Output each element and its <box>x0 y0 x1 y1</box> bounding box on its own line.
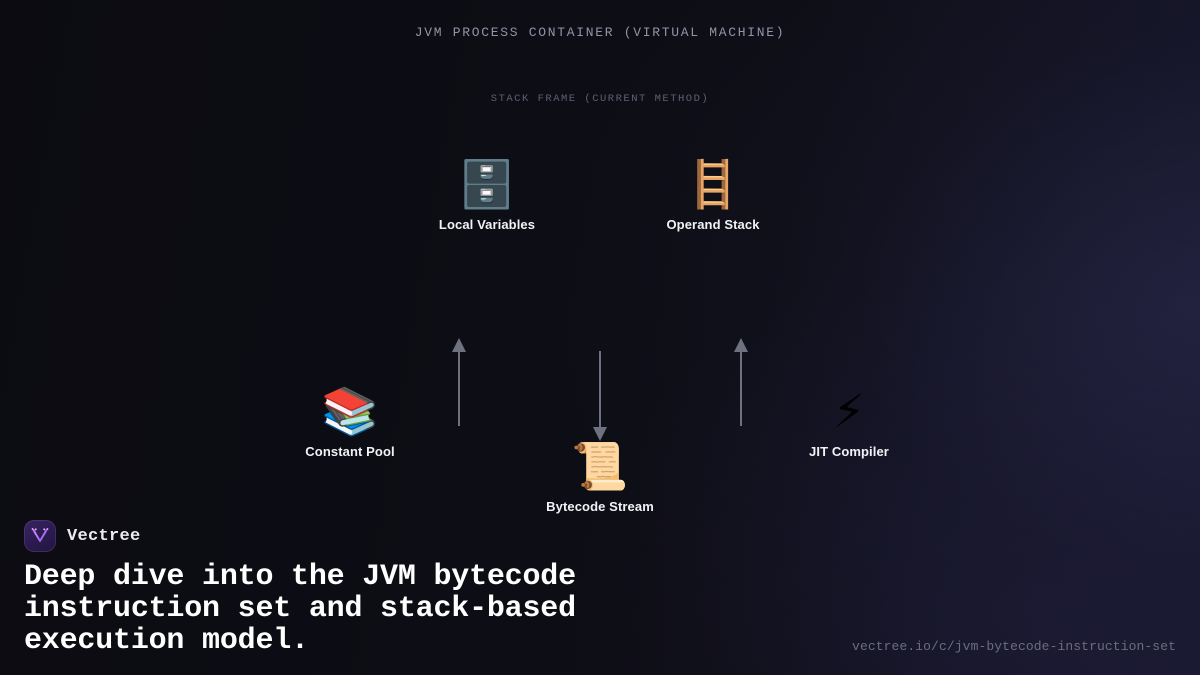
node-local-variables: 🗄️ Local Variables <box>397 155 577 232</box>
stack-frame-title: STACK FRAME (CURRENT METHOD) <box>490 93 710 105</box>
arrow-constant-pool-to-local-variables <box>451 338 467 426</box>
node-constant-pool: 📚 Constant Pool <box>260 382 440 459</box>
scroll-icon: 📜 <box>571 439 629 493</box>
node-label: Constant Pool <box>305 444 395 459</box>
node-label: Bytecode Stream <box>546 499 654 514</box>
brand-name: Vectree <box>67 526 141 546</box>
jvm-container-title: JVM PROCESS CONTAINER (VIRTUAL MACHINE) <box>414 25 786 40</box>
arrow-operand-stack-to-bytecode-stream <box>592 351 608 441</box>
headline: Deep dive into the JVM bytecode instruct… <box>24 560 576 658</box>
lightning-bolt-icon: ⚡ <box>832 384 866 438</box>
file-cabinet-icon: 🗄️ <box>458 157 516 211</box>
node-label: Operand Stack <box>666 217 760 232</box>
node-label: JIT Compiler <box>809 444 889 459</box>
ladder-icon: 🪜 <box>684 157 742 211</box>
brand-row: Vectree <box>24 520 1176 552</box>
vectree-logo-icon <box>24 520 56 552</box>
books-icon: 📚 <box>321 384 379 438</box>
node-label: Local Variables <box>438 217 536 232</box>
arrow-jit-compiler-to-operand-stack <box>733 338 749 426</box>
source-url: vectree.io/c/jvm-bytecode-instruction-se… <box>852 639 1176 654</box>
footer: Vectree Deep dive into the JVM bytecode … <box>24 520 1176 657</box>
node-jit-compiler: ⚡ JIT Compiler <box>759 382 939 459</box>
node-bytecode-stream: 📜 Bytecode Stream <box>510 437 690 514</box>
node-operand-stack: 🪜 Operand Stack <box>623 155 803 232</box>
